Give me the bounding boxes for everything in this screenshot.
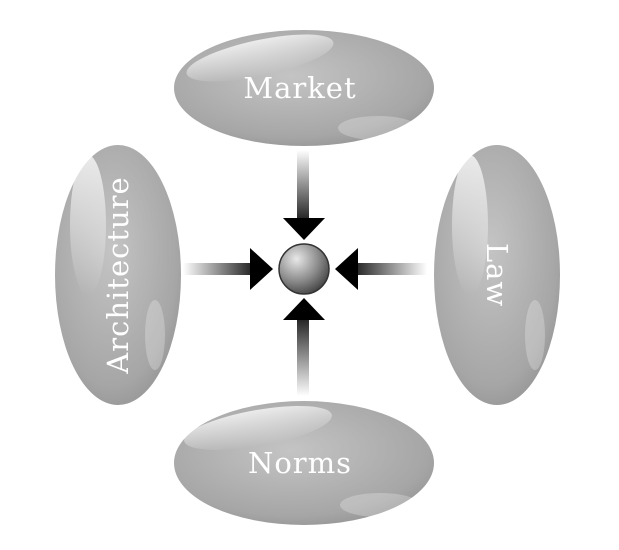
node-architecture: Architecture — [55, 145, 181, 405]
center-dot-icon — [278, 243, 330, 295]
arrow-from-norms — [283, 298, 325, 396]
node-market: Market — [174, 30, 434, 146]
arrow-from-architecture — [183, 248, 273, 290]
node-label-norms: Norms — [248, 446, 352, 480]
node-label-market: Market — [243, 71, 356, 105]
node-label-law: Law — [480, 243, 514, 307]
node-norms: Norms — [174, 401, 434, 525]
arrow-from-law — [335, 248, 427, 290]
node-law: Law — [434, 145, 560, 405]
arrow-from-market — [283, 150, 325, 240]
node-label-architecture: Architecture — [101, 176, 135, 374]
